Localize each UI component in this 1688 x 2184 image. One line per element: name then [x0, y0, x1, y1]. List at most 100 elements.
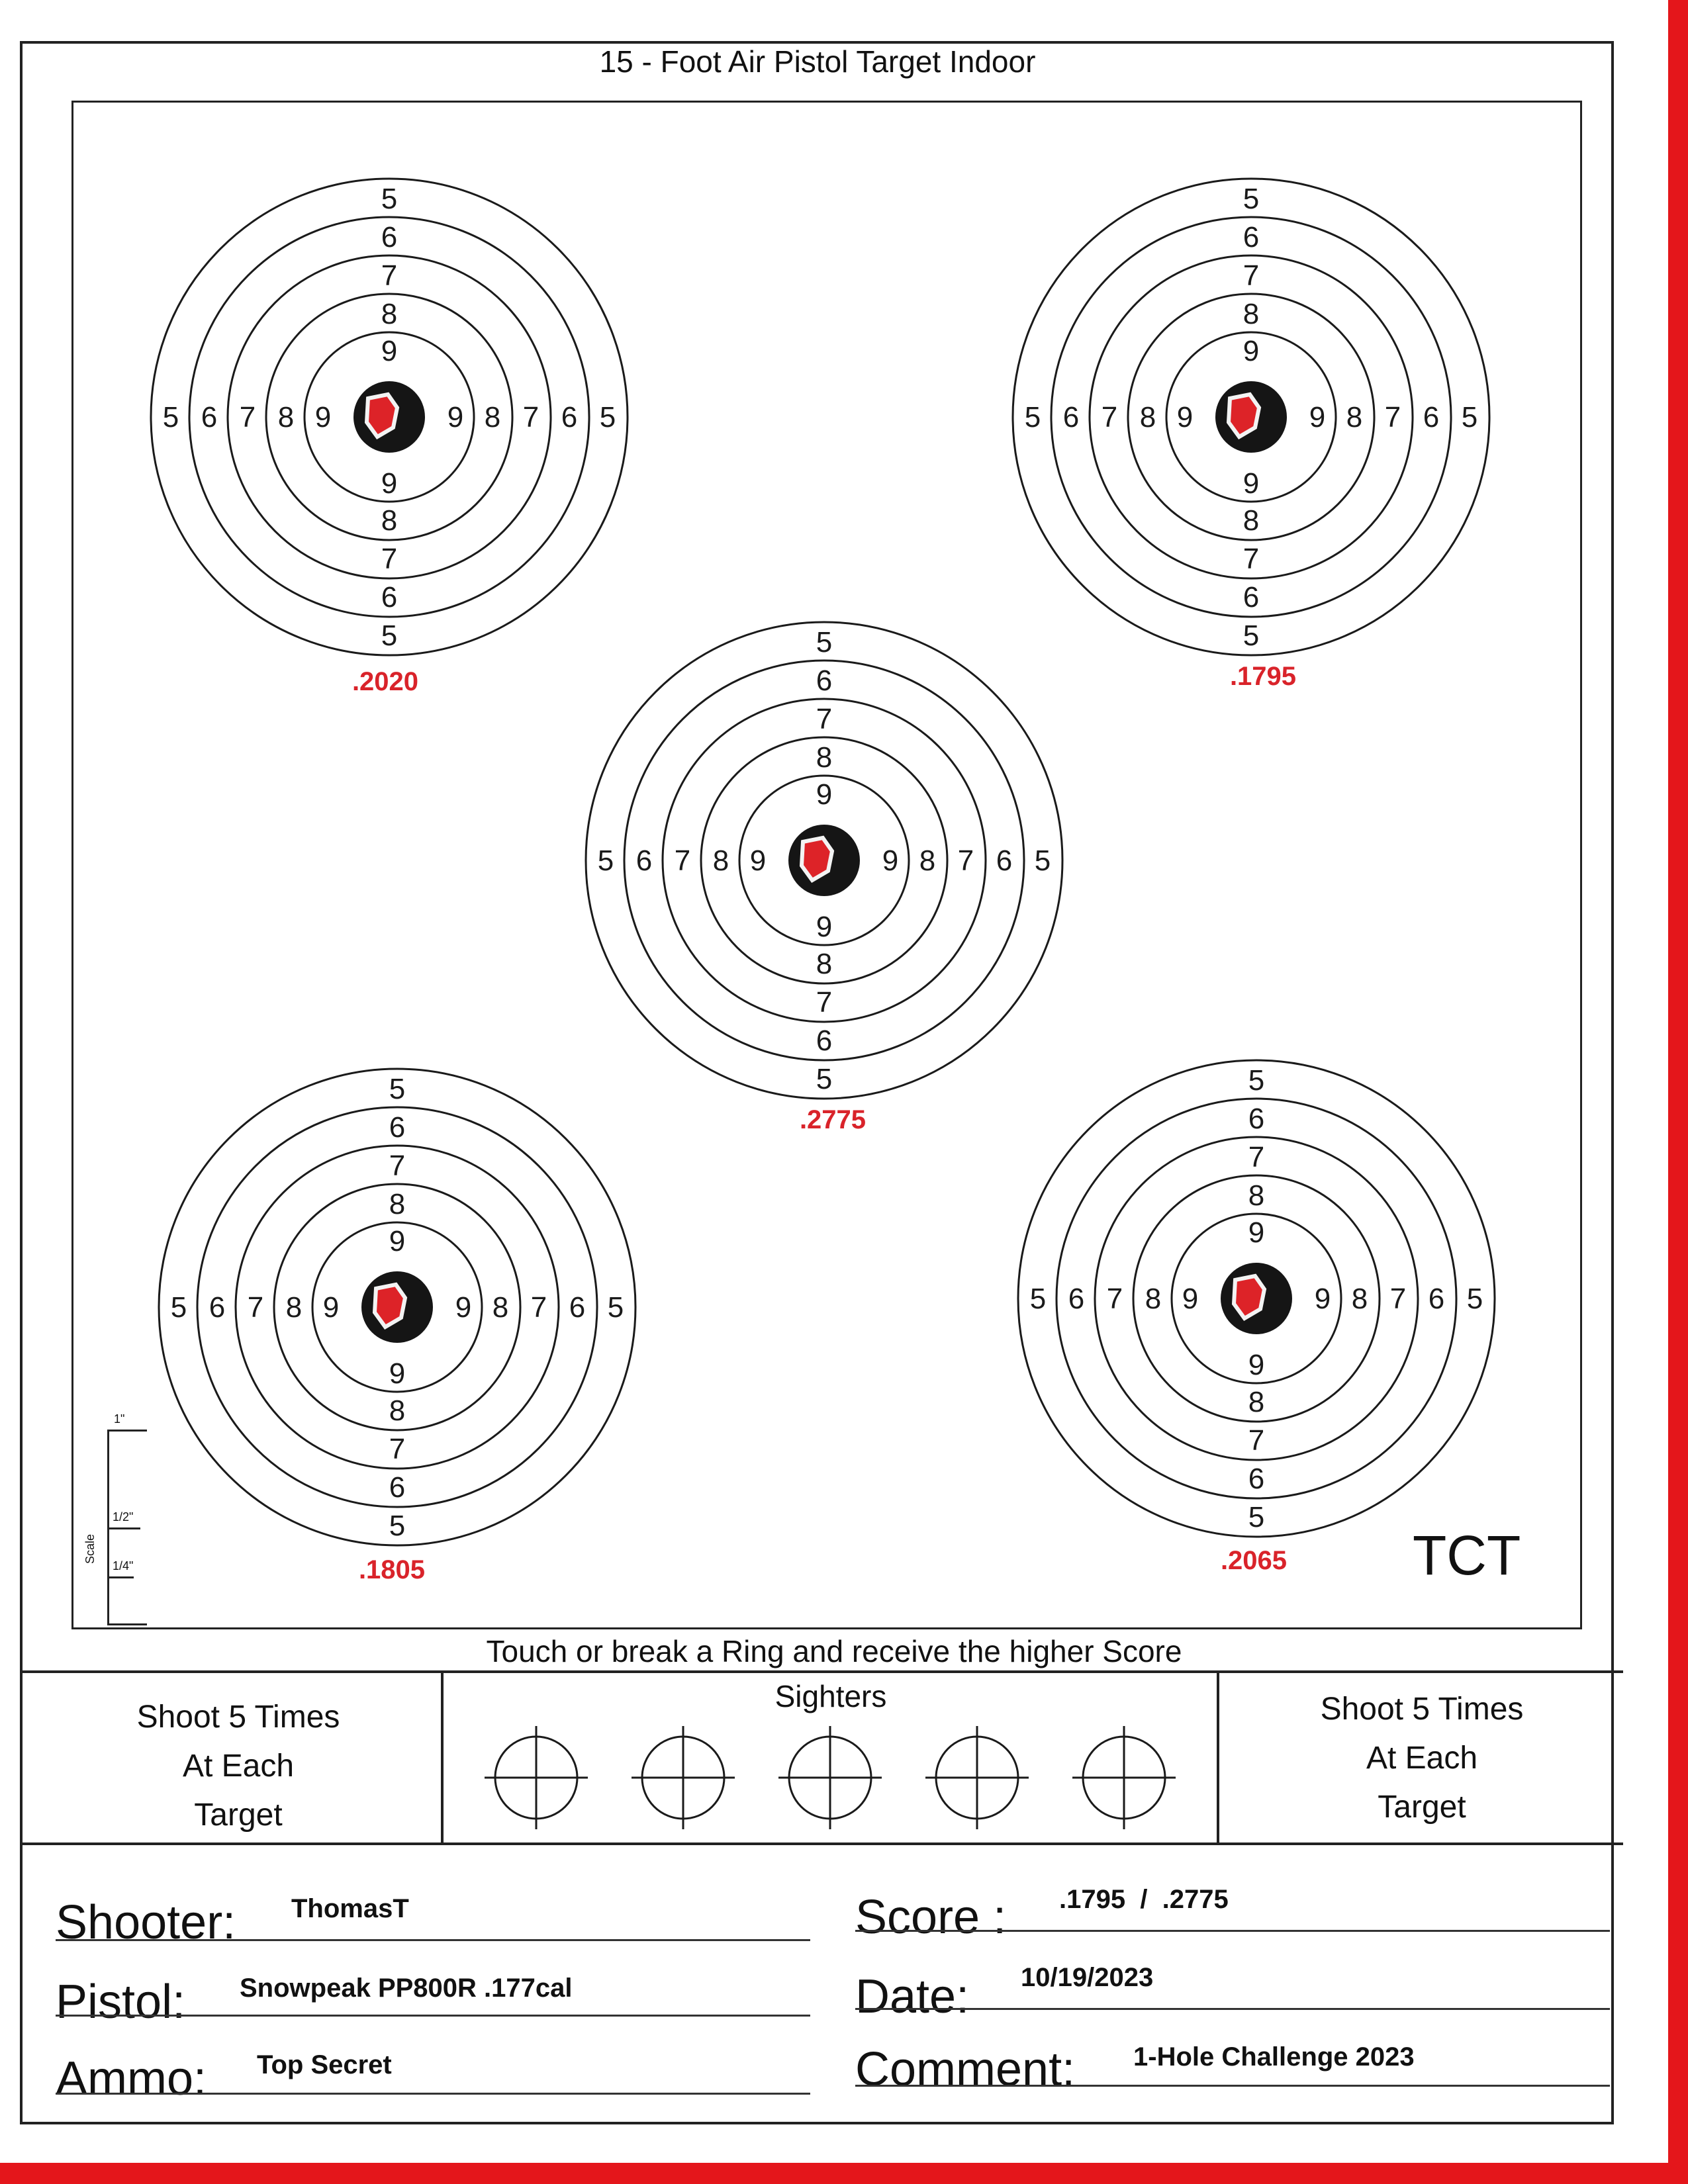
left-instruction-line: Shoot 5 Times	[136, 1700, 340, 1735]
date-underline	[855, 2008, 1610, 2010]
date-value: 10/19/2023	[1021, 1963, 1154, 1992]
ring-score-label: 8	[278, 401, 294, 433]
shot-hole-group	[1231, 1273, 1267, 1321]
red-border-bottom	[0, 2163, 1688, 2184]
ring-5	[585, 621, 1064, 1100]
ring-score-label: 5	[389, 1510, 405, 1542]
ring-score-label: 7	[1102, 401, 1117, 433]
ring-8	[1132, 1174, 1381, 1423]
comment-value: 1-Hole Challenge 2023	[1133, 2042, 1415, 2071]
ring-6	[1050, 216, 1452, 618]
ring-score-label: 9	[1248, 1216, 1264, 1249]
sighters-label: Sighters	[774, 1679, 887, 1713]
ring-8	[273, 1183, 522, 1432]
ring-7	[661, 698, 987, 1023]
ring-score-label: 9	[1248, 1349, 1264, 1381]
ring-score-label: 5	[608, 1291, 624, 1324]
ring-score-label: 8	[1243, 298, 1259, 330]
ring-score-label: 6	[389, 1111, 405, 1144]
right-instruction-line: At Each	[1366, 1741, 1478, 1776]
ring-score-label: 5	[1030, 1283, 1046, 1315]
ring-score-label: 7	[381, 543, 397, 575]
ring-5	[150, 177, 629, 657]
ring-score-label: 9	[882, 844, 898, 877]
scale-quarter-inch: 1/4"	[113, 1559, 134, 1572]
ring-score-label: 7	[389, 1433, 405, 1465]
shot-hole-group	[364, 392, 400, 439]
measurement-top-right: .1795	[1229, 662, 1297, 691]
ring-score-label: 6	[381, 221, 397, 253]
measurement-bottom-right: .2065	[1220, 1546, 1288, 1575]
sighter-crosshair	[778, 1726, 882, 1829]
ring-score-label: 9	[1243, 335, 1259, 367]
ring-score-label: 9	[1182, 1283, 1198, 1315]
ring-score-label: 8	[713, 844, 729, 877]
ring-score-label: 9	[389, 1357, 405, 1390]
ring-score-label: 7	[958, 844, 974, 877]
ring-score-label: 9	[381, 467, 397, 500]
ring-score-label: 6	[816, 664, 832, 697]
ring-score-label: 5	[1467, 1283, 1483, 1315]
band-top-line	[23, 1670, 1623, 1673]
ring-score-label: 5	[381, 183, 397, 215]
sighter-crosshair	[485, 1726, 588, 1829]
scale-label: Scale	[83, 1533, 97, 1565]
ring-score-label: 6	[816, 1024, 832, 1057]
ring-score-label: 5	[389, 1073, 405, 1105]
ring-score-label: 5	[1248, 1501, 1264, 1533]
pistol-value: Snowpeak PP800R .177cal	[240, 1974, 573, 2003]
ring-score-label: 6	[996, 844, 1012, 877]
ring-score-label: 8	[389, 1188, 405, 1220]
score-value: .1795 / .2775	[1059, 1885, 1229, 1914]
ring-score-label: 7	[523, 401, 539, 433]
ammo-value: Top Secret	[257, 2050, 392, 2079]
ring-score-label: 6	[1429, 1283, 1444, 1315]
measurement-bottom-left: .1805	[358, 1555, 426, 1584]
ring-8	[700, 736, 949, 985]
sighter-crosshair	[925, 1726, 1029, 1829]
ring-6	[623, 659, 1025, 1062]
ring-score-label: 7	[675, 844, 690, 877]
sighters-row	[485, 1726, 1176, 1829]
left-instruction: Shoot 5 Times At Each Target	[40, 1693, 437, 1840]
ring-7	[234, 1144, 560, 1470]
ring-score-label: 9	[381, 335, 397, 367]
ring-score-label: 9	[816, 911, 832, 943]
ring-8	[1127, 293, 1376, 541]
ring-score-label: 6	[1068, 1283, 1084, 1315]
ring-score-label: 8	[381, 504, 397, 537]
red-border-right	[1668, 0, 1688, 2184]
ring-7	[226, 254, 552, 580]
ring-score-label: 7	[816, 986, 832, 1019]
ring-score-label: 9	[750, 844, 766, 877]
ring-score-label: 8	[389, 1394, 405, 1427]
ring-score-label: 8	[1145, 1283, 1161, 1315]
ring-score-label: 8	[1248, 1386, 1264, 1418]
ring-score-label: 9	[1177, 401, 1193, 433]
ring-score-label: 7	[1243, 543, 1259, 575]
ring-score-label: 7	[1107, 1283, 1123, 1315]
ring-score-label: 7	[381, 259, 397, 292]
target-sheet-frame	[20, 41, 1614, 2124]
measurement-center: .2775	[799, 1105, 867, 1134]
left-instruction-line: At Each	[182, 1749, 295, 1784]
ring-score-label: 6	[209, 1291, 225, 1324]
ring-score-label: 9	[455, 1291, 471, 1324]
ring-score-label: 7	[816, 703, 832, 735]
ring-6	[188, 216, 590, 618]
ring-9	[1165, 331, 1337, 503]
ring-9	[738, 774, 910, 946]
ring-score-label: 8	[381, 298, 397, 330]
ring-score-label: 8	[919, 844, 935, 877]
scale-half-inch: 1/2"	[113, 1510, 134, 1524]
ring-score-label: 9	[1315, 1283, 1331, 1315]
ring-score-label: 8	[816, 741, 832, 774]
ring-score-label: 9	[1243, 467, 1259, 500]
ring-score-label: 6	[1248, 1463, 1264, 1495]
ring-7	[1094, 1136, 1419, 1461]
ring-score-label: 5	[381, 619, 397, 652]
ring-score-label: 8	[485, 401, 500, 433]
